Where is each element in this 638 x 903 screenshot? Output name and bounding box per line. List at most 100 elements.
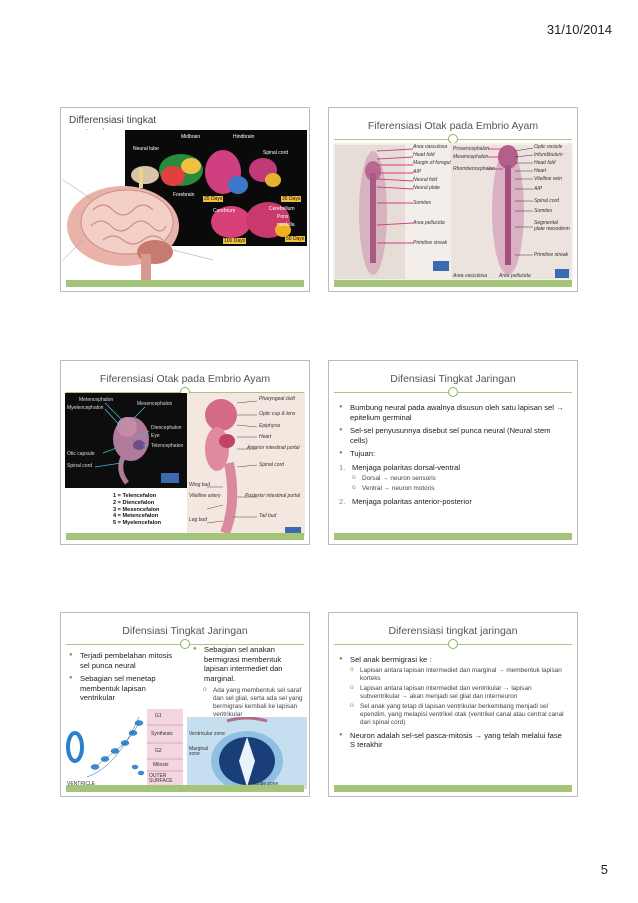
bullet-list: Terjadi pembelahan mitosis sel punca neu…	[69, 651, 181, 703]
sub-bullet: Ventral → neuron motoris	[352, 484, 569, 493]
fig-label: Somites	[534, 208, 553, 214]
fig-label: Heart	[534, 168, 547, 174]
slide-footer-bar	[66, 280, 304, 287]
bullet: Neuron adalah sel-sel pasca-mitosis → ya…	[339, 731, 569, 750]
fig-label: Infundibulum	[534, 152, 563, 158]
fig-label: Area vasculosa	[413, 144, 448, 150]
fig-label: AIP	[534, 186, 543, 192]
slide-footer-bar	[334, 280, 572, 287]
fig-label: Vitelline artery	[189, 493, 221, 499]
bullet-text: Sel anak bermigrasi ke :	[350, 655, 432, 664]
fig-label: Spinal cord	[263, 150, 289, 156]
cell-cycle-illustration	[66, 709, 183, 787]
chick-embryo-figure: Area vasculosa Head fold Margin of foreg…	[333, 143, 573, 281]
slide-anatomy: Differensiasi tingkat anatomi	[60, 107, 310, 292]
fig-label: G1	[155, 713, 162, 719]
slide-footer-bar	[66, 533, 304, 540]
slide-chick-embryo-1: Fiferensiasi Otak pada Embrio Ayam	[328, 107, 578, 292]
sub-list: Dorsal → neuron sensoris Ventral → neuro…	[352, 474, 569, 493]
sub-bullet: Ada yang membentuk sel saraf dan sel gli…	[203, 686, 305, 719]
fig-label: OUTER SURFACE	[149, 773, 173, 784]
numbered-item: Menjaga polaritas anterior-posterior	[339, 497, 569, 507]
fig-label: Head fold	[413, 152, 435, 158]
slide-body: Bumbung neural pada awalnya disusun oleh…	[339, 403, 569, 510]
fig-label: Pharyngeal cleft	[259, 396, 295, 402]
fig-label: VENTRICLE	[67, 781, 96, 787]
sub-bullet: Sel anak yang tetap di lapisan ventrikul…	[350, 702, 569, 727]
slide-header: Diferensiasi tingkat jaringan	[334, 618, 572, 649]
slide-header: Fiferensiasi Otak pada Embrio Ayam	[334, 113, 572, 144]
fig-label: Spinal cord	[259, 462, 285, 468]
fig-label: Anterior intestinal portal	[247, 445, 300, 451]
right-column: Sebagian sel anakan bermigrasi membentuk…	[193, 645, 305, 721]
slide-tissue-level-2: Difensiasi Tingkat Jaringan Terjadi pemb…	[60, 612, 310, 797]
slide-title: Difensiasi Tingkat Jaringan	[122, 625, 248, 637]
fig-label: Wing bud	[189, 482, 211, 488]
sub-bullet: Dorsal → neuron sensoris	[352, 474, 569, 483]
brain-illustration	[63, 130, 307, 286]
fig-label: Spinal cord	[67, 463, 93, 469]
fig-label: AIP	[413, 169, 422, 175]
slide-tissue-level-3: Diferensiasi tingkat jaringan Sel anak b…	[328, 612, 578, 797]
cell-cycle-figure: G1 Synthesis G2 Mitosis OUTER SURFACE VE…	[65, 707, 185, 789]
embryo-body-illustration	[205, 399, 301, 535]
slide-title: Fiferensiasi Otak pada Embrio Ayam	[367, 120, 539, 132]
fig-label: Mantle zone	[251, 781, 279, 787]
sub-list: Lapisan antara lapisan intermediet dan m…	[350, 666, 569, 727]
fig-label: G2	[155, 748, 162, 754]
fig-label: 100 Days	[223, 238, 247, 244]
slide-header: Difensiasi Tingkat Jaringan	[334, 366, 572, 397]
sub-list: Ada yang membentuk sel saraf dan sel gli…	[203, 686, 305, 719]
numbered-text: Menjaga polaritas dorsal-ventral	[352, 462, 461, 472]
fig-label: Spinal cord	[534, 198, 560, 204]
fig-label: Area vasculosa	[453, 273, 488, 279]
numbered-text: Menjaga polaritas anterior-posterior	[352, 496, 472, 506]
fig-label: 35 Days	[281, 196, 302, 202]
fig-label: Head fold	[534, 160, 556, 166]
fig-label: Marginal zone	[189, 746, 209, 757]
bullet: Sel-sel penyusunnya disebut sel punca ne…	[339, 426, 569, 445]
brain-figure: Neural tube Midbrain Hindbrain Forebrain…	[63, 130, 307, 286]
page-date: 31/10/2014	[546, 22, 612, 37]
fig-label: Primitive streak	[413, 240, 448, 246]
embryo-body-figure: Pharyngeal cleft Optic cup & lens Epiphy…	[187, 393, 305, 537]
fig-label: Forebrain	[173, 192, 195, 198]
slide-chick-embryo-2: Fiferensiasi Otak pada Embrio Ayam Meten…	[60, 360, 310, 545]
fig-label: Metencephalon	[79, 397, 114, 403]
fig-label: Prosencephalon	[453, 146, 490, 152]
header-ornament-icon	[448, 387, 458, 397]
embryo-illustration	[335, 145, 571, 279]
slide-header: Fiferensiasi Otak pada Embrio Ayam	[66, 366, 304, 397]
header-ornament-icon	[180, 639, 190, 649]
slide-title: Diferensiasi tingkat jaringan	[388, 625, 518, 637]
fig-label: Hindbrain	[233, 134, 255, 140]
header-ornament-icon	[448, 639, 458, 649]
bullet-list: Bumbung neural pada awalnya disusun oleh…	[339, 403, 569, 506]
fig-label: Midbrain	[181, 134, 201, 140]
fig-label: 25 Days	[203, 196, 224, 202]
fig-label: Eye	[151, 433, 160, 439]
brain-part-key: 1 = Telencefalon 2 = Diencefalon 3 = Mes…	[113, 493, 161, 527]
slide-footer-bar	[66, 785, 304, 792]
slide-footer-bar	[334, 785, 572, 792]
fig-label: Diencephalon	[151, 425, 182, 431]
fig-label: Cerebellum	[269, 206, 295, 212]
sub-bullet: Lapisan antara lapisan intermediet dan v…	[350, 684, 569, 701]
slide-title: Fiferensiasi Otak pada Embrio Ayam	[99, 373, 271, 385]
fig-label: Primitive streak	[534, 252, 569, 258]
embryo-brain-figure: Metencephalon Myelencephalon Mesencephal…	[65, 393, 187, 488]
neural-tube-illustration	[187, 717, 307, 789]
fig-label: Pons	[277, 214, 289, 220]
slide-body: Sel anak bermigrasi ke : Lapisan antara …	[339, 655, 569, 754]
bullet: Sel anak bermigrasi ke : Lapisan antara …	[339, 655, 569, 727]
fig-label: Area pellucida	[499, 273, 531, 279]
fig-label: Posterior intestinal portal	[245, 493, 301, 499]
fig-label: Margin of foregut	[413, 160, 451, 166]
neural-tube-figure: Marginal zone Mantle zone Ventricular zo…	[187, 717, 307, 789]
slide-tissue-level-1: Difensiasi Tingkat Jaringan Bumbung neur…	[328, 360, 578, 545]
fig-label: Vitelline vein	[534, 176, 562, 182]
fig-label: Tail bud	[259, 513, 277, 519]
fig-label: Leg bud	[189, 517, 208, 523]
bullet: Terjadi pembelahan mitosis sel punca neu…	[69, 651, 181, 670]
key-item: 5 = Myelencefalon	[113, 520, 162, 527]
